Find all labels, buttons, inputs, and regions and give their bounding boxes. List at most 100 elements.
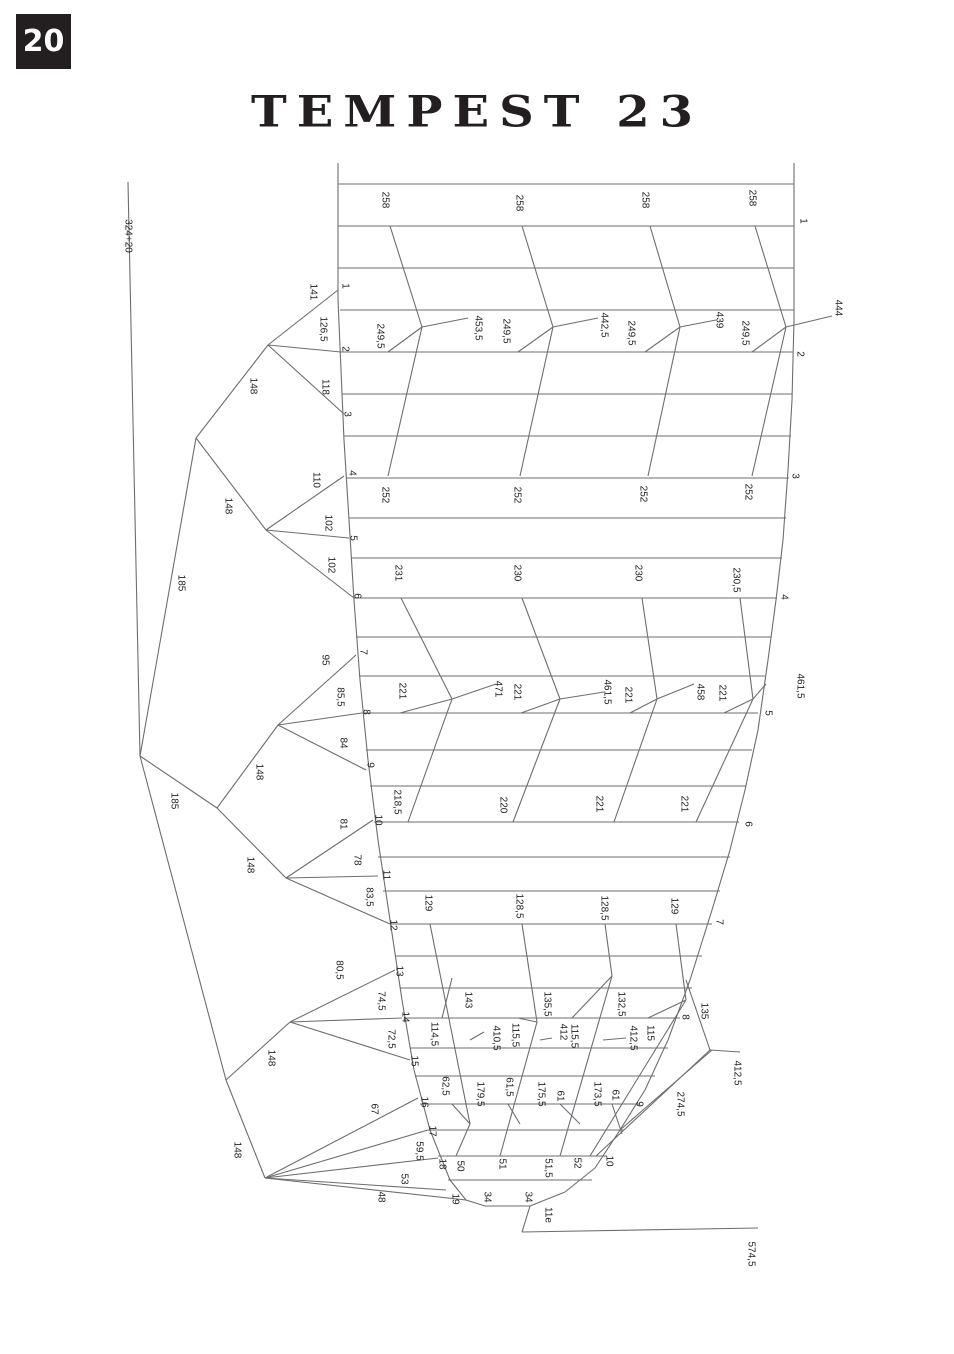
dimension-label: 7 bbox=[713, 919, 724, 925]
diagram-line bbox=[757, 659, 769, 731]
dimension-label: 230,5 bbox=[730, 567, 741, 592]
dimension-label: 135,5 bbox=[541, 991, 552, 1016]
dimension-label: 83,5 bbox=[363, 887, 374, 907]
diagram-line bbox=[594, 1129, 621, 1169]
dimension-label: 442,5 bbox=[598, 312, 609, 337]
diagram-line bbox=[709, 1049, 741, 1053]
dimension-label: 81 bbox=[337, 818, 348, 830]
diagram-line bbox=[195, 344, 269, 439]
diagram-line bbox=[421, 317, 469, 328]
diagram-line bbox=[277, 724, 367, 771]
dimension-label: 10 bbox=[372, 814, 383, 826]
dimension-label: 10 bbox=[603, 1155, 614, 1167]
dimension-label: 453,5 bbox=[472, 315, 483, 340]
diagram-line bbox=[455, 1123, 471, 1157]
dimension-label: 5 bbox=[347, 535, 358, 541]
diagram-line bbox=[389, 919, 403, 1001]
diagram-line bbox=[451, 1103, 471, 1125]
diagram-line bbox=[647, 326, 681, 477]
diagram-line bbox=[289, 1021, 411, 1061]
diagram-line bbox=[451, 683, 497, 700]
dimension-label: 173,5 bbox=[591, 1081, 602, 1106]
dimension-label: 185 bbox=[168, 793, 179, 810]
diagram-line bbox=[656, 683, 695, 700]
diagram-line bbox=[387, 326, 423, 477]
dimension-label: 19 bbox=[449, 1193, 460, 1205]
diagram-line bbox=[429, 1129, 451, 1181]
dimension-label: 4 bbox=[346, 470, 357, 476]
diagram-line bbox=[289, 969, 396, 1023]
diagram-line bbox=[644, 326, 681, 353]
dimension-label: 148 bbox=[247, 378, 258, 395]
dimension-label: 7 bbox=[357, 649, 368, 655]
diagram-line bbox=[465, 1199, 486, 1207]
diagram-line bbox=[277, 654, 357, 726]
dimension-label: 412,5 bbox=[627, 1025, 638, 1050]
diagram-line bbox=[679, 319, 717, 328]
diagram-line bbox=[139, 755, 227, 1081]
dimension-label: 115,5 bbox=[509, 1023, 520, 1048]
dimension-label: 252 bbox=[511, 487, 522, 504]
dimension-label: 3 bbox=[341, 411, 352, 417]
dimension-label: 221 bbox=[716, 685, 727, 702]
dimension-label: 412,5 bbox=[731, 1060, 742, 1085]
diagram-line bbox=[285, 819, 374, 879]
dimension-label: 135 bbox=[698, 1003, 709, 1020]
diagram-line bbox=[571, 975, 613, 1019]
dimension-label: 61 bbox=[609, 1089, 620, 1101]
diagram-line bbox=[264, 1129, 429, 1179]
dimension-label: 67 bbox=[368, 1103, 379, 1115]
diagram-line bbox=[647, 999, 687, 1019]
diagram-line bbox=[512, 698, 561, 823]
diagram-line bbox=[519, 326, 554, 477]
dimension-label: 185 bbox=[175, 575, 186, 592]
diagram-line bbox=[225, 1021, 291, 1081]
dimension-label: 143 bbox=[462, 992, 473, 1009]
dimension-label: 5 bbox=[762, 710, 773, 716]
diagram-line bbox=[139, 437, 197, 757]
diagram-line bbox=[649, 225, 681, 328]
page-number-badge: 20 bbox=[16, 14, 71, 69]
dimension-label: 8 bbox=[679, 1014, 690, 1020]
diagram-line bbox=[751, 326, 787, 353]
diagram-line bbox=[265, 529, 350, 539]
dimension-label: 574,5 bbox=[745, 1241, 756, 1266]
diagram-line bbox=[289, 1017, 403, 1023]
diagram-line bbox=[264, 1177, 447, 1191]
dimension-label: 461,5 bbox=[794, 673, 805, 698]
diagram-line bbox=[267, 289, 339, 346]
diagram-line bbox=[641, 597, 658, 700]
diagram-line bbox=[441, 977, 453, 1019]
diagram-line bbox=[367, 759, 379, 841]
diagram-line bbox=[711, 849, 731, 911]
dimension-label: 126,5 bbox=[317, 316, 328, 341]
dimension-label: 141 bbox=[307, 284, 318, 301]
diagram-line bbox=[739, 597, 754, 700]
diagram-line bbox=[559, 1103, 581, 1125]
dimension-label: 458 bbox=[694, 684, 705, 701]
dimension-label: 148 bbox=[265, 1050, 276, 1067]
dimension-label: 102 bbox=[322, 515, 333, 532]
dimension-label: 14 bbox=[399, 1011, 410, 1023]
diagram-line bbox=[353, 599, 361, 681]
diagram-line bbox=[723, 698, 754, 714]
dimension-label: 6 bbox=[742, 821, 753, 827]
dimension-label: 2 bbox=[794, 351, 805, 357]
dimension-label: 3 bbox=[789, 473, 800, 479]
diagram-line bbox=[387, 326, 423, 353]
dimension-label: 2 bbox=[339, 346, 350, 352]
diagram-line bbox=[521, 1205, 531, 1233]
diagram-line bbox=[667, 979, 691, 1041]
dimension-label: 34 bbox=[522, 1191, 533, 1203]
diagram-line bbox=[265, 529, 355, 599]
diagram-line bbox=[521, 225, 554, 328]
dimension-label: 179,5 bbox=[474, 1081, 485, 1106]
dimension-label: 1 bbox=[339, 283, 350, 289]
dimension-label: 461,5 bbox=[601, 679, 612, 704]
diagram-line bbox=[285, 875, 379, 879]
diagram-line bbox=[399, 698, 453, 714]
dimension-label: 8 bbox=[360, 709, 371, 715]
diagram-line bbox=[520, 698, 561, 714]
dimension-label: 1 bbox=[797, 218, 808, 224]
dimension-label: 17 bbox=[426, 1125, 437, 1137]
